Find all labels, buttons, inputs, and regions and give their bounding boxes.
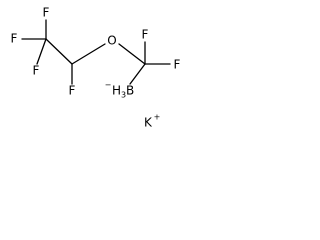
bond-c1-c2 bbox=[45, 38, 73, 65]
potassium-positive-charge: + bbox=[154, 113, 161, 122]
bond-c2-o bbox=[71, 43, 106, 65]
atom-fluorine-left: F bbox=[11, 32, 18, 46]
bond-c3-b bbox=[129, 63, 146, 85]
bond-o-c3 bbox=[118, 43, 146, 65]
bond-layer bbox=[21, 19, 171, 85]
boron-negative-charge: − bbox=[105, 81, 112, 90]
boron-hydrogen-count: 3 bbox=[121, 91, 126, 100]
bond-c1-f-mid bbox=[36, 38, 47, 65]
atom-fluorine-mid: F bbox=[33, 64, 40, 78]
chemical-structure: F F F F O F F − H 3 B K + bbox=[11, 6, 181, 130]
atom-oxygen: O bbox=[107, 34, 116, 48]
atom-fluorine-cf2-right: F bbox=[174, 58, 181, 72]
atom-potassium: K bbox=[144, 116, 153, 130]
atom-label-layer: F F F F O F F − H 3 B K + bbox=[11, 6, 181, 130]
atom-fluorine-cf2-top: F bbox=[142, 28, 149, 42]
atom-fluorine-top: F bbox=[43, 6, 50, 20]
atom-fluorine-lower: F bbox=[69, 84, 76, 98]
boron-hydrogen: H bbox=[112, 84, 121, 98]
atom-boron: B bbox=[126, 84, 134, 98]
